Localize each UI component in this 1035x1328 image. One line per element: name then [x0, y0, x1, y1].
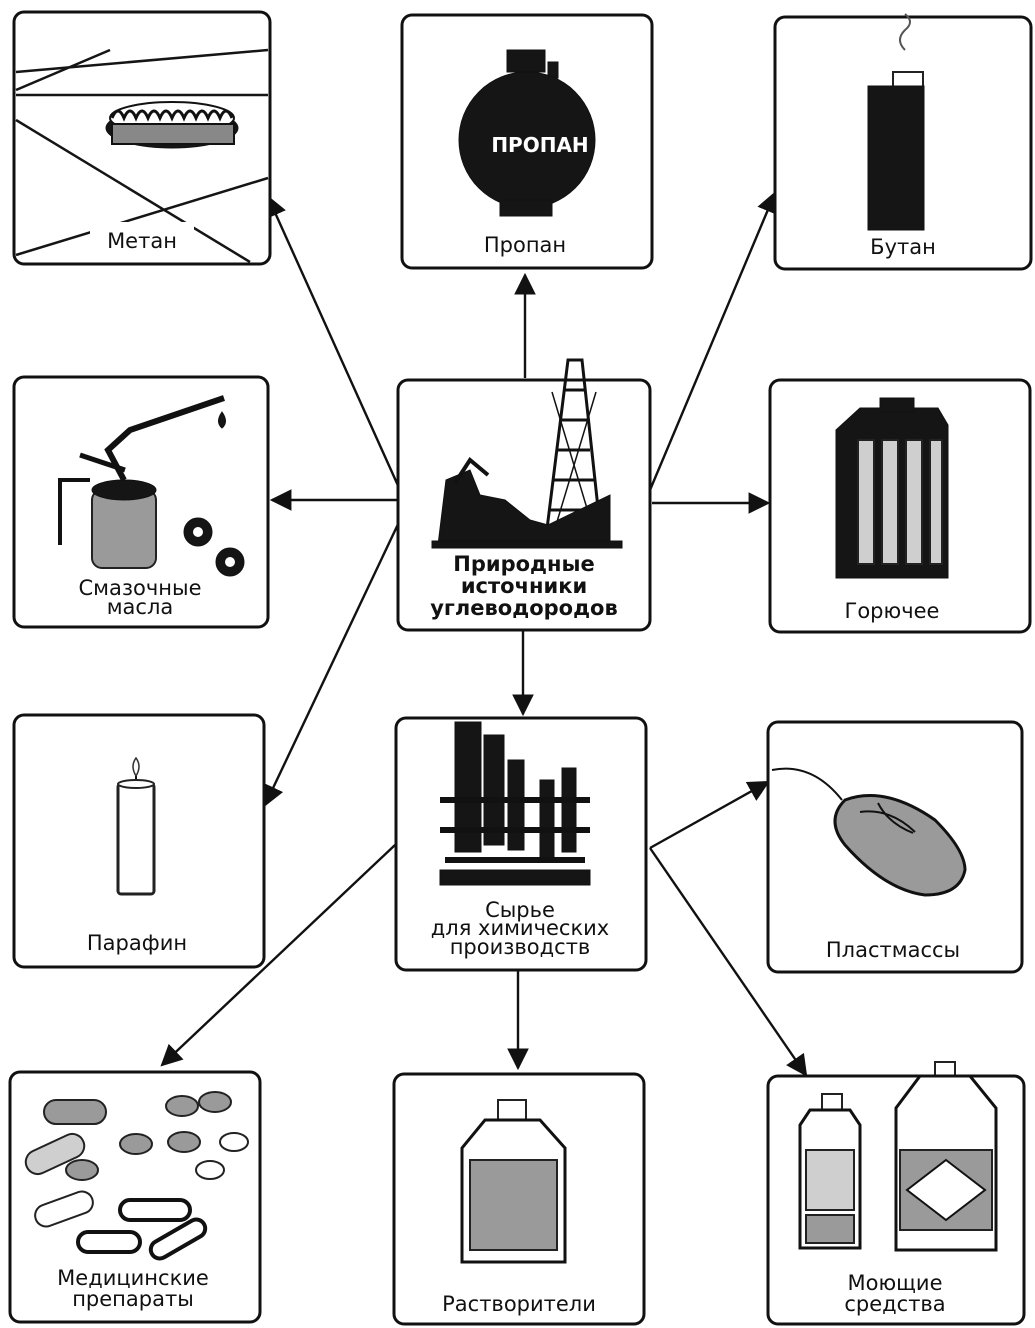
- candle-icon: [116, 756, 156, 896]
- lubricants-label-line1: Смазочные: [78, 576, 201, 600]
- pills-icon: [24, 1091, 249, 1261]
- node-plastics: Пластмассы: [766, 720, 1024, 974]
- node-solvents: Растворители: [392, 1072, 646, 1326]
- lubricants-label-line2: масла: [107, 595, 174, 619]
- paraffin-label: Парафин: [87, 931, 187, 955]
- oil-can-icon: [58, 395, 245, 577]
- medicines-label-line2: препараты: [72, 1287, 194, 1311]
- node-chemical-feedstock: Сырье для химических производств: [394, 716, 648, 972]
- center-label-line3: углеводородов: [430, 596, 618, 620]
- feedstock-label-line3: производств: [450, 935, 591, 959]
- arrow-to-methane: [266, 195, 402, 491]
- arrow-to-plastics: [649, 780, 770, 850]
- solvent-bottle-icon: [460, 1099, 567, 1264]
- arrow-to-paraffin: [263, 519, 402, 807]
- detergent-bottles-icon: [798, 1061, 998, 1252]
- gas-tank-icon: ПРОПАН: [458, 49, 596, 217]
- arrow-to-medicines: [160, 844, 396, 1067]
- node-natural-sources: Природные источники углеводородов: [396, 358, 652, 632]
- node-propane: ПРОПАН Пропан: [400, 13, 654, 270]
- gas-burner-icon: [15, 48, 269, 264]
- detergents-label-line2: средства: [844, 1292, 945, 1316]
- solvents-label: Растворители: [442, 1292, 596, 1316]
- node-lubricants: Смазочные масла: [12, 375, 270, 629]
- fuel-label: Горючее: [845, 599, 940, 623]
- propane-tank-text: ПРОПАН: [491, 133, 588, 157]
- refinery-icon: [439, 721, 591, 886]
- oil-rig-icon: [431, 358, 623, 549]
- feedstock-label-line1: Сырье: [485, 898, 555, 922]
- plastics-label: Пластмассы: [826, 938, 960, 962]
- node-butane: Бутан: [773, 13, 1033, 271]
- node-paraffin: Парафин: [12, 713, 266, 969]
- center-label-line2: источники: [461, 574, 587, 598]
- fuel-canister-icon: [835, 397, 949, 579]
- node-medicines: Медицинские препараты: [8, 1070, 262, 1324]
- butane-label: Бутан: [870, 235, 936, 259]
- arrow-to-detergents: [649, 847, 808, 1077]
- arrow-to-butane: [648, 191, 778, 491]
- propane-label: Пропан: [484, 233, 566, 257]
- feedstock-label-line2: для химических: [431, 916, 609, 940]
- connectors: [160, 191, 808, 1077]
- lighter-icon: [867, 13, 925, 231]
- center-label-line1: Природные: [453, 552, 594, 576]
- node-detergents: Моющие средства: [766, 1061, 1026, 1326]
- detergents-label-line1: Моющие: [848, 1271, 943, 1295]
- medicines-label-line1: Медицинские: [57, 1266, 209, 1290]
- computer-mouse-icon: [771, 767, 967, 897]
- methane-label: Метан: [107, 229, 177, 253]
- node-methane: Метан: [12, 10, 272, 266]
- node-fuel: Горючее: [768, 378, 1032, 634]
